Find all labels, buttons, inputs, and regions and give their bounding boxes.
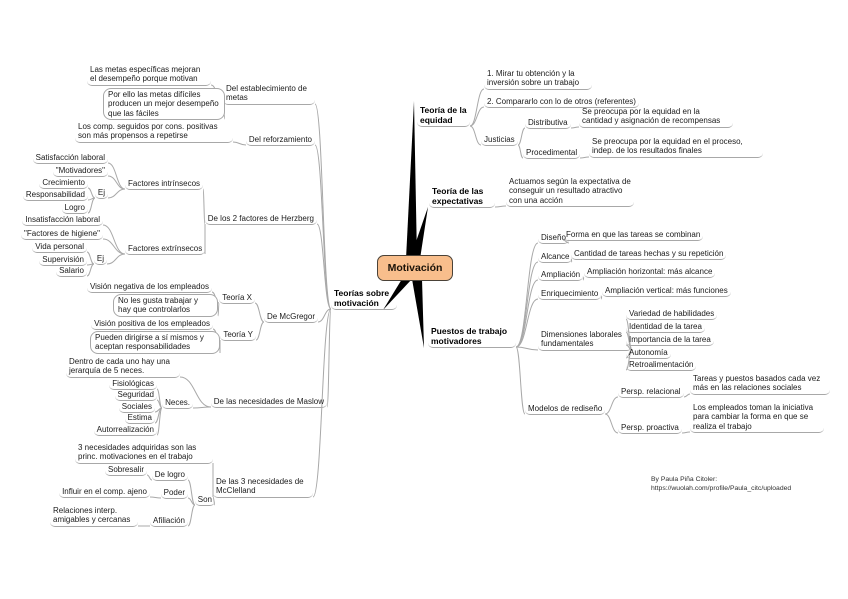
- node-distributiva-note: Se preocupa por la equidad en la cantida…: [579, 107, 733, 128]
- node-teoria-y: Teoría Y: [220, 330, 256, 342]
- node-variedad: Variedad de habilidades: [626, 309, 718, 321]
- node-influir: Influir en el comp. ajeno: [59, 487, 150, 499]
- node-alcance: Alcance: [538, 252, 573, 264]
- node-importancia: Importancia de la tarea: [626, 335, 714, 347]
- node-reinforcement: Del reforzamiento: [245, 135, 315, 147]
- node-poder: Poder: [160, 488, 188, 500]
- node-autonomia: Autonomía: [626, 348, 671, 360]
- node-vision-positiva: Visión positiva de los empleados: [91, 319, 213, 331]
- central-topic: Motivación: [377, 255, 453, 281]
- node-salario: Salario: [56, 266, 87, 278]
- node-sociales: Sociales: [118, 402, 155, 414]
- node-mcgregor: De McGregor: [263, 312, 318, 324]
- node-justicias: Justicias: [481, 135, 518, 147]
- node-estima: Estima: [124, 413, 155, 425]
- branch-label-puestos: Puestos de trabajo motivadores: [428, 326, 516, 349]
- attribution-link[interactable]: https://wuolah.com/profile/Paula_citc/up…: [651, 485, 792, 493]
- node-retroalimentacion: Retroalimentación: [626, 360, 697, 372]
- node-son: Son: [194, 495, 215, 507]
- node-expectativas-note: Actuamos según la expectativa de consegu…: [506, 177, 634, 208]
- node-fisiologicas: Fisiológicas: [109, 379, 157, 391]
- node-enriquecimiento-note: Ampliación vertical: más funciones: [602, 286, 731, 298]
- node-persp-proactiva: Persp. proactiva: [618, 423, 682, 435]
- node-extrinsic-factors: Factores extrínsecos: [125, 244, 206, 256]
- node-procedimental-note: Se preocupa por la equidad en el proceso…: [589, 137, 763, 158]
- main-branch-equidad: [406, 101, 417, 259]
- node-factores-higiene: "Factores de higiene": [21, 229, 103, 241]
- node-motivadores: "Motivadores": [52, 166, 108, 178]
- node-teoria-y-note: Pueden dirigirse a sí mismos y aceptan r…: [90, 331, 220, 354]
- node-maslow-note: Dentro de cada uno hay una jerarquía de …: [66, 357, 180, 378]
- node-goal-setting: Del establecimiento de metas: [223, 84, 315, 105]
- node-ampliacion: Ampliación: [538, 270, 584, 282]
- node-reinforcement-note: Los comp. seguidos por cons. positivas s…: [75, 122, 233, 143]
- node-equidad-step2: 2. Compararlo con lo de otros (referente…: [484, 97, 639, 109]
- attribution: By Paula Piña Citoler: https://wuolah.co…: [651, 475, 791, 493]
- node-equidad-step1: 1. Mirar tu obtención y la inversión sob…: [484, 69, 592, 90]
- node-vision-negativa: Visión negativa de los empleados: [86, 282, 212, 294]
- branch-label-equidad: Teoría de la equidad: [417, 105, 470, 128]
- branch-label-expectativas: Teoría de las expectativas: [429, 186, 495, 209]
- node-neces: Neces.: [162, 398, 193, 410]
- node-afiliacion: Afiliación: [149, 516, 188, 528]
- node-modelos-rediseno: Modelos de rediseño: [525, 404, 606, 416]
- node-supervision: Supervisión: [39, 255, 87, 267]
- node-diseno-note: Forma en que las tareas se combinan: [563, 230, 704, 242]
- node-mcclelland: De las 3 necesidades de McClelland: [213, 477, 313, 498]
- node-ej-extrinsic: Ej: [93, 254, 107, 266]
- node-dimensiones: Dimensiones laborales fundamentales: [538, 330, 632, 351]
- node-justicia-distributiva: Distributiva: [525, 118, 571, 130]
- node-intrinsic-factors: Factores intrínsecos: [125, 179, 204, 191]
- node-enriquecimiento: Enriquecimiento: [538, 289, 602, 301]
- node-proactiva-note: Los empleados toman la iniciativa para c…: [690, 403, 824, 434]
- node-insatisfaccion: Insatisfacción laboral: [22, 215, 103, 227]
- node-persp-relacional: Persp. relacional: [618, 387, 684, 399]
- node-responsabilidad: Responsabilidad: [22, 190, 88, 202]
- node-relacional-note: Tareas y puestos basados cada vez más en…: [690, 374, 830, 395]
- node-goal-note1: Las metas específicas mejoran el desempe…: [87, 65, 211, 86]
- branch-label-teorias: Teorías sobre motivación: [331, 288, 397, 311]
- node-sobresalir: Sobresalir: [104, 465, 147, 477]
- node-maslow: De las necesidades de Maslow: [210, 397, 327, 409]
- node-herzberg: De los 2 factores de Herzberg: [204, 214, 317, 226]
- node-teoria-x: Teoría X: [219, 293, 255, 305]
- node-satisfaccion: Satisfacción laboral: [32, 153, 108, 165]
- main-branch-expectativas: [410, 207, 428, 259]
- node-alcance-note: Cantidad de tareas hechas y su repetició…: [571, 249, 727, 261]
- node-vida-personal: Vida personal: [32, 242, 87, 254]
- node-crecimiento: Crecimiento: [39, 178, 88, 190]
- node-seguridad: Seguridad: [114, 390, 157, 402]
- node-ej-intrinsic: Ej: [94, 188, 108, 200]
- node-diseno: Diseño: [538, 233, 569, 245]
- node-relaciones: Relaciones interp. amigables y cercanas: [50, 506, 138, 527]
- node-justicia-procedimental: Procedimental: [523, 148, 581, 160]
- node-logro: Logro: [61, 203, 88, 215]
- node-de-logro: De logro: [151, 470, 188, 482]
- node-teoria-x-note: No les gusta trabajar y hay que controla…: [113, 294, 218, 317]
- main-branch-puestos: [412, 279, 424, 348]
- attribution-author: By Paula Piña Citoler:: [651, 476, 718, 483]
- node-mcclelland-note: 3 necesidades adquiridas son las princ. …: [75, 443, 213, 464]
- node-autorrealizacion: Autorrealización: [93, 425, 157, 437]
- node-goal-note2: Por ello las metas difíciles producen un…: [103, 88, 225, 121]
- node-ampliacion-note: Ampliación horizontal: más alcance: [584, 267, 716, 279]
- node-identidad: Identidad de la tarea: [626, 322, 705, 334]
